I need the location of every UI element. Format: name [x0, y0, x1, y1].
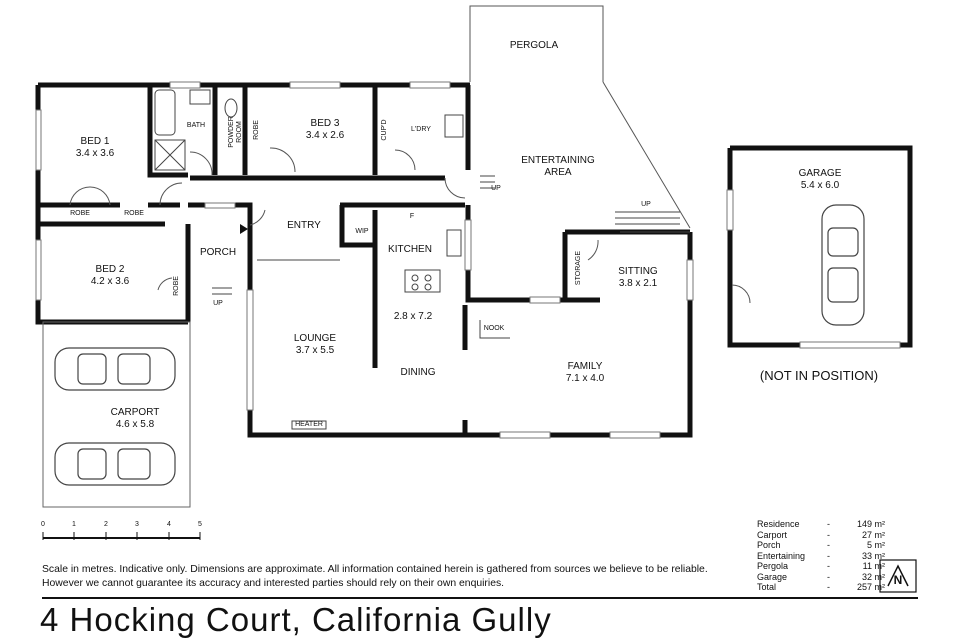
room-label-fridge: F: [410, 213, 414, 220]
room-dims-bed2: 4.2 x 3.6: [91, 276, 130, 287]
car-carport-upper: [54, 347, 176, 391]
property-address: 4 Hocking Court, California Gully: [40, 601, 552, 638]
area-name: Total: [757, 582, 777, 592]
room-dims-garage: 5.4 x 6.0: [801, 180, 840, 191]
room-label-robe-bed3: ROBE: [253, 120, 260, 140]
entry-arrow-icon: [240, 224, 248, 234]
area-row: Porch - 5 m²: [757, 540, 885, 551]
room-label-entry: ENTRY: [287, 220, 321, 231]
room-dims-sitting: 3.8 x 2.1: [619, 278, 658, 289]
room-label-garage: GARAGE: [799, 168, 842, 179]
room-label-pergola: PERGOLA: [510, 40, 559, 51]
up-label-porch: UP: [213, 300, 223, 307]
room-label-powder-2: ROOM: [236, 121, 243, 143]
pergola-outline: [469, 5, 691, 229]
room-label-porch: PORCH: [200, 247, 236, 258]
area-value: 11 m²: [862, 561, 885, 571]
windows: [35, 81, 694, 439]
room-label-bed3: BED 3: [311, 118, 340, 129]
area-value: 32 m²: [861, 571, 885, 582]
area-value: 33 m²: [861, 550, 885, 561]
area-dash: -: [827, 540, 830, 550]
area-dash: -: [827, 550, 830, 561]
fixtures: [154, 89, 690, 430]
area-value: 27 m²: [861, 529, 885, 540]
room-label-robe-bed1a: ROBE: [70, 210, 90, 217]
room-dims-carport: 4.6 x 5.8: [116, 419, 155, 430]
room-dims-family: 7.1 x 4.0: [566, 373, 605, 384]
scale-bar: 0 1 2 3 4 5: [41, 521, 202, 540]
area-dash: -: [827, 519, 830, 529]
compass-letter: N: [894, 573, 903, 587]
room-label-carport: CARPORT: [111, 407, 160, 418]
area-row: Garage - 32 m²: [757, 572, 885, 583]
room-label-kitchen: KITCHEN: [388, 244, 432, 255]
area-row: Carport - 27 m²: [757, 530, 885, 541]
room-label-cupd: CUP'D: [381, 119, 388, 140]
area-name: Residence: [757, 519, 800, 529]
room-label-dining: DINING: [401, 367, 436, 378]
divider: [42, 597, 918, 599]
room-dims-lounge: 3.7 x 5.5: [296, 345, 335, 356]
heater-label: HEATER: [295, 421, 323, 428]
area-summary: Residence - 149 m² Carport - 27 m² Porch - 5 m…: [757, 519, 885, 593]
room-label-bath: BATH: [187, 122, 205, 129]
room-label-family: FAMILY: [568, 361, 603, 372]
area-row: Total - 257 m²: [757, 582, 885, 593]
floor-plan: PERGOLA BED 1 3.4 x 3.6 BATH POWDER ROOM…: [35, 5, 917, 593]
area-value: 257 m²: [856, 582, 885, 592]
room-label-nook: NOOK: [484, 325, 505, 332]
room-dims-bed3: 3.4 x 2.6: [306, 130, 345, 141]
door-swings: [69, 147, 599, 291]
area-dash: -: [827, 529, 830, 540]
area-name: Porch: [757, 540, 781, 550]
room-label-bed1: BED 1: [81, 136, 110, 147]
scale-tick-4: 4: [167, 521, 171, 528]
room-label-wip: WIP: [355, 228, 369, 235]
area-dash: -: [827, 561, 830, 571]
area-name: Garage: [757, 571, 788, 582]
area-value: 149 m²: [856, 519, 885, 529]
area-name: Carport: [757, 529, 788, 540]
garage-window: [726, 189, 734, 231]
area-row: Entertaining - 33 m²: [757, 551, 885, 562]
scale-tick-0: 0: [41, 521, 45, 528]
room-label-powder: POWDER: [228, 116, 235, 148]
room-dims-bed1: 3.4 x 3.6: [76, 148, 115, 159]
garage-side-door: [731, 284, 751, 304]
room-label-sitting: SITTING: [618, 266, 658, 277]
room-label-ldry: L'DRY: [411, 126, 431, 133]
up-label-entertaining: UP: [491, 185, 501, 192]
area-row: Pergola - 11 m²: [757, 561, 885, 572]
room-label-robe-bed1b: ROBE: [124, 210, 144, 217]
area-name: Pergola: [757, 561, 789, 571]
up-label-sitting: UP: [641, 201, 651, 208]
area-name: Entertaining: [757, 550, 806, 561]
garage-walls: [727, 145, 913, 348]
scale-tick-3: 3: [135, 521, 139, 528]
room-label-entertaining: ENTERTAINING: [521, 155, 595, 166]
compass-icon: N: [879, 559, 917, 593]
car-garage: [821, 204, 865, 326]
room-label-storage: STORAGE: [575, 251, 582, 285]
room-label-entertaining-2: AREA: [544, 167, 572, 178]
area-value: 5 m²: [867, 540, 885, 550]
scale-tick-2: 2: [104, 521, 108, 528]
room-label-bed2: BED 2: [96, 264, 125, 275]
room-dims-kitchen: 2.8 x 7.2: [394, 311, 433, 322]
disclaimer: Scale in metres. Indicative only. Dimens…: [42, 564, 708, 589]
scale-tick-5: 5: [198, 521, 202, 528]
garage-door: [799, 341, 901, 349]
carport-outline: [42, 321, 191, 508]
garage-note: (NOT IN POSITION): [760, 368, 878, 383]
room-label-lounge: LOUNGE: [294, 333, 337, 344]
room-label-robe-bed2: ROBE: [173, 276, 180, 296]
area-row: Residence - 149 m²: [757, 519, 885, 530]
area-dash: -: [827, 571, 830, 582]
area-dash: -: [827, 582, 830, 592]
scale-tick-1: 1: [72, 521, 76, 528]
car-carport-lower: [54, 442, 176, 486]
